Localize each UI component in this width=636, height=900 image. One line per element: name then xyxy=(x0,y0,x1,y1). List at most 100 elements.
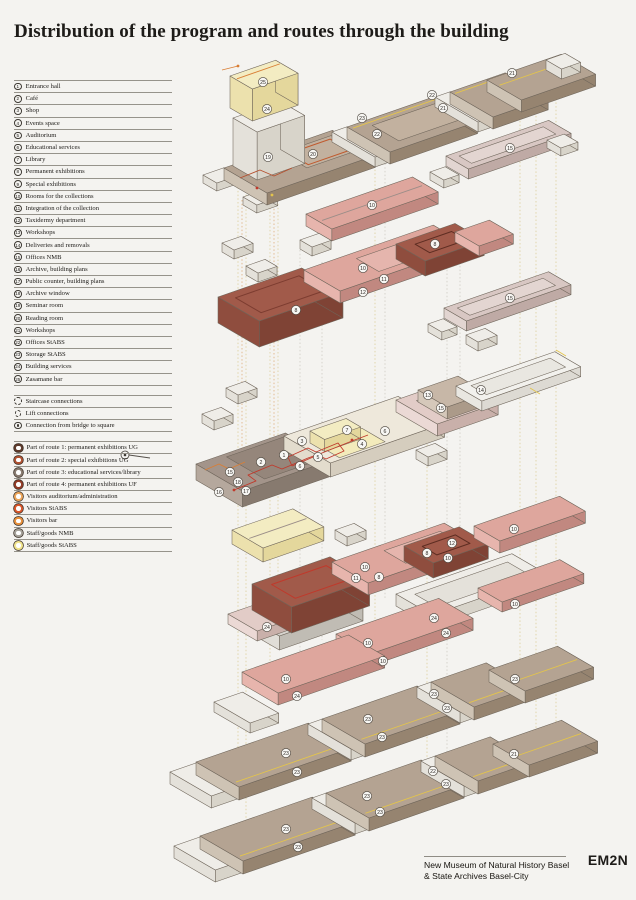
program-number-icon: 24 xyxy=(14,363,22,371)
legend-item-label: Lift connections xyxy=(25,409,69,417)
room-number-label: 23 xyxy=(283,751,289,757)
legend-item-label: Integration of the collection xyxy=(25,204,100,212)
room-number-label: 10 xyxy=(511,527,517,533)
room-number-badge xyxy=(263,152,273,162)
program-number-icon: 16 xyxy=(14,265,22,274)
legend-item-label: Workshops xyxy=(25,326,56,334)
legend-item-label: Library xyxy=(25,156,46,164)
room-number-badge xyxy=(380,426,390,436)
slab-top-face xyxy=(201,407,234,422)
slab-top-face xyxy=(213,691,279,724)
room-number-label: 23 xyxy=(294,770,300,776)
program-number-icon: 3 xyxy=(14,107,22,115)
room-number-label: 10 xyxy=(360,266,366,272)
room-number-label: 23 xyxy=(359,116,365,122)
slab-top-face xyxy=(245,259,278,274)
project-name-line1: New Museum of Natural History Basel xyxy=(424,860,570,870)
room-number-badge xyxy=(308,149,318,159)
legend-item-label: Visitors bar xyxy=(26,517,58,525)
lift-connection-icon xyxy=(14,410,21,417)
room-number-badge xyxy=(281,748,291,758)
room-number-badge xyxy=(241,486,251,496)
slab-top-face xyxy=(229,59,299,90)
room-number-label: 4 xyxy=(361,442,364,448)
room-number-badge xyxy=(507,68,517,78)
route-color-icon xyxy=(14,467,23,477)
route-line xyxy=(512,659,578,683)
room-number-badge xyxy=(256,457,266,467)
room-number-badge xyxy=(423,390,433,400)
program-number-icon: 5 xyxy=(14,131,22,140)
room-number-badge xyxy=(233,477,243,487)
room-number-label: 23 xyxy=(377,810,383,816)
legend-item-label: Café xyxy=(25,95,39,103)
room-number-label: 22 xyxy=(374,132,380,138)
room-number-badge xyxy=(292,691,302,701)
staircase-connection-icon xyxy=(14,397,22,406)
room-number-badge xyxy=(429,689,439,699)
room-number-label: 15 xyxy=(227,470,233,476)
room-number-badge xyxy=(292,767,302,777)
route-dot xyxy=(236,64,240,68)
room-number-label: 12 xyxy=(360,290,366,296)
program-number-icon: 2 xyxy=(14,94,22,103)
room-number-label: 21 xyxy=(440,106,446,112)
legend-item-label: Archive window xyxy=(25,290,70,298)
route-path xyxy=(221,65,239,71)
legend-item-route: Part of route 4: permanent exhibitions U… xyxy=(14,477,172,490)
room-number-label: 23 xyxy=(364,794,370,800)
room-number-badge xyxy=(428,766,438,776)
route-color-icon xyxy=(14,541,23,550)
program-number-icon: 8 xyxy=(14,168,22,176)
room-number-badge xyxy=(367,200,377,210)
room-number-badge xyxy=(281,824,291,834)
project-name-line2: & State Archives Basel-City xyxy=(424,871,529,881)
room-number-badge xyxy=(430,239,440,249)
legend-item-label: Part of route 3: educational services/li… xyxy=(26,468,141,476)
legend-item-route: Visitors bar xyxy=(14,514,172,526)
slab-top-face xyxy=(241,634,385,694)
room-number-label: 23 xyxy=(365,717,371,723)
room-number-label: 8 xyxy=(434,242,437,248)
room-number-label: 15 xyxy=(438,406,444,412)
room-number-label: 10 xyxy=(365,641,371,647)
room-number-badge xyxy=(476,385,486,395)
room-number-badge xyxy=(378,656,388,666)
slab-top-face xyxy=(334,523,367,538)
slab-top-face xyxy=(454,219,514,247)
room-number-label: 2 xyxy=(260,460,263,466)
route-color-icon xyxy=(14,455,23,465)
legend-item-label: Staircase connections xyxy=(25,397,83,405)
legend-item-route: Visitors auditorium/administration xyxy=(14,490,172,502)
room-number-label: 10 xyxy=(283,677,289,683)
em2n-logo: EM2N xyxy=(587,852,628,868)
route-path xyxy=(128,454,151,459)
room-number-label: 1 xyxy=(283,453,286,459)
room-number-badge xyxy=(443,553,453,563)
room-number-label: 23 xyxy=(431,692,437,698)
program-number-icon: 1 xyxy=(14,82,22,91)
slab-top-face xyxy=(299,233,332,248)
room-number-label: 8 xyxy=(378,575,381,581)
room-number-label: 10 xyxy=(512,602,518,608)
route-line xyxy=(516,733,582,757)
room-number-badge xyxy=(358,287,368,297)
program-number-icon: 13 xyxy=(14,229,22,237)
route-color-icon xyxy=(14,492,23,501)
legend-item-route: Staff/goods StABS xyxy=(14,538,172,552)
room-number-label: 12 xyxy=(449,541,455,547)
room-number-label: 10 xyxy=(380,659,386,665)
legend-routes: Part of route 1: permanent exhibitions U… xyxy=(14,441,172,552)
room-number-badge xyxy=(510,674,520,684)
room-number-label: 22 xyxy=(429,93,435,99)
route-line xyxy=(249,518,307,539)
